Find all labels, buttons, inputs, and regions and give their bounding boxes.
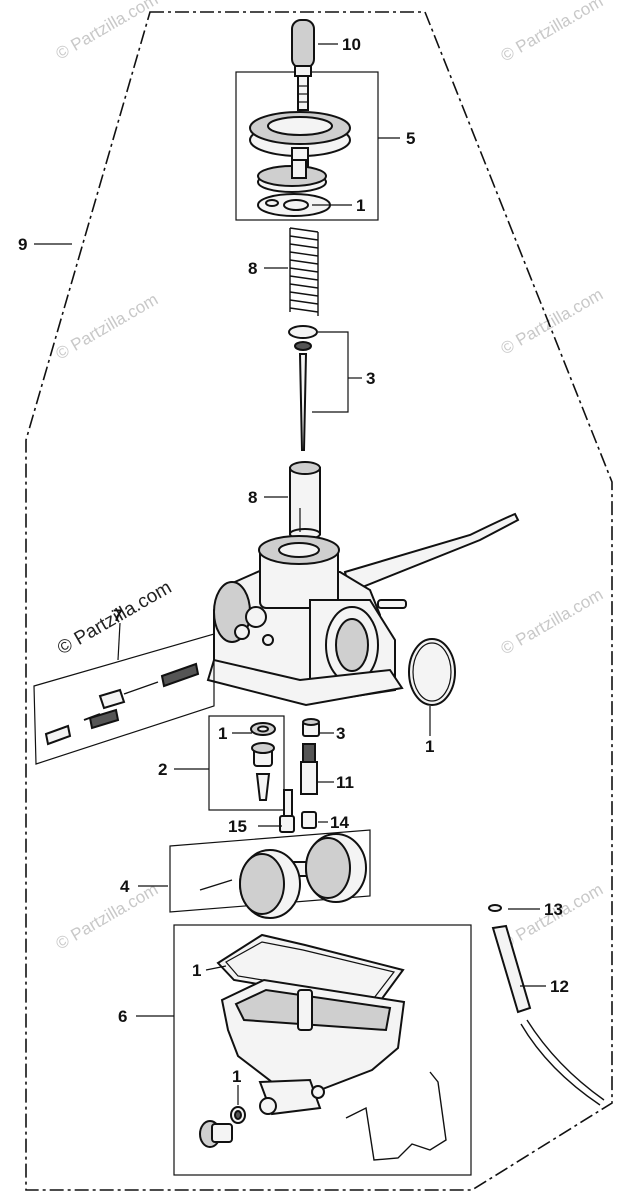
float-chamber-box [173, 924, 472, 1176]
air-screw-box [33, 633, 215, 765]
callout-1: 1 [192, 961, 201, 980]
callout-3: 3 [366, 369, 375, 388]
air-screw-parts [44, 662, 200, 746]
float-chamber [220, 978, 406, 1116]
callout-1: 1 [218, 724, 227, 743]
wire-clip [345, 1071, 447, 1161]
o-ring-inner [412, 642, 452, 702]
watermark: © Partzilla.com [53, 880, 162, 954]
drain-tube [491, 924, 532, 1014]
main-jet-holder [279, 789, 295, 833]
throttle-spring [289, 227, 319, 316]
callout-9: 9 [18, 235, 27, 254]
drain-tube-lower [520, 1019, 605, 1106]
callout-5: 5 [406, 129, 415, 148]
callout-6: 6 [118, 1007, 127, 1026]
callout-13: 13 [544, 900, 563, 919]
float-box [169, 829, 371, 913]
tube-clip [488, 904, 502, 912]
assembly-boundary [25, 11, 613, 1191]
callout-10: 10 [342, 35, 361, 54]
jet-needle-bracket [312, 331, 349, 413]
o-ring [408, 638, 456, 706]
callout-3: 3 [336, 724, 345, 743]
float-valve-parts [250, 722, 276, 801]
drain-screw [199, 1106, 246, 1148]
callout-15: 15 [228, 817, 247, 836]
callout-1: 1 [232, 1067, 241, 1086]
callout-1: 1 [356, 196, 365, 215]
callout-14: 14 [330, 813, 349, 832]
slow-jet [302, 718, 320, 737]
needle-jet [300, 743, 318, 795]
leader-lines [34, 43, 546, 1105]
callout-7: 7 [113, 606, 122, 625]
callout-4: 4 [120, 877, 130, 896]
jet-needle [288, 325, 318, 451]
watermark: © Partzilla.com [53, 290, 162, 364]
callout-12: 12 [550, 977, 569, 996]
callout-1: 1 [425, 737, 434, 756]
throttle-valve [289, 461, 321, 540]
cap-plate [257, 159, 327, 193]
float-parts [199, 833, 367, 919]
watermark: © Partzilla.com [498, 0, 607, 65]
top-cap [249, 111, 351, 169]
callout-labels: 10 5 1 9 8 3 8 7 1 1 3 2 11 15 14 4 13 1… [18, 35, 569, 1086]
callout-11: 11 [336, 773, 354, 792]
float-valve-box [208, 715, 285, 811]
main-jet [301, 811, 317, 829]
float-chamber-gasket-inner [225, 941, 396, 999]
float-chamber-gasket [216, 933, 405, 1006]
callout-2: 2 [158, 760, 167, 779]
carburetor-body [206, 512, 520, 707]
watermark: © Partzilla.com [498, 585, 607, 659]
cable-adjuster-cap [291, 19, 315, 111]
callout-8: 8 [248, 259, 257, 278]
callout-8: 8 [248, 488, 257, 507]
watermark: © Partzilla.com [498, 285, 607, 359]
